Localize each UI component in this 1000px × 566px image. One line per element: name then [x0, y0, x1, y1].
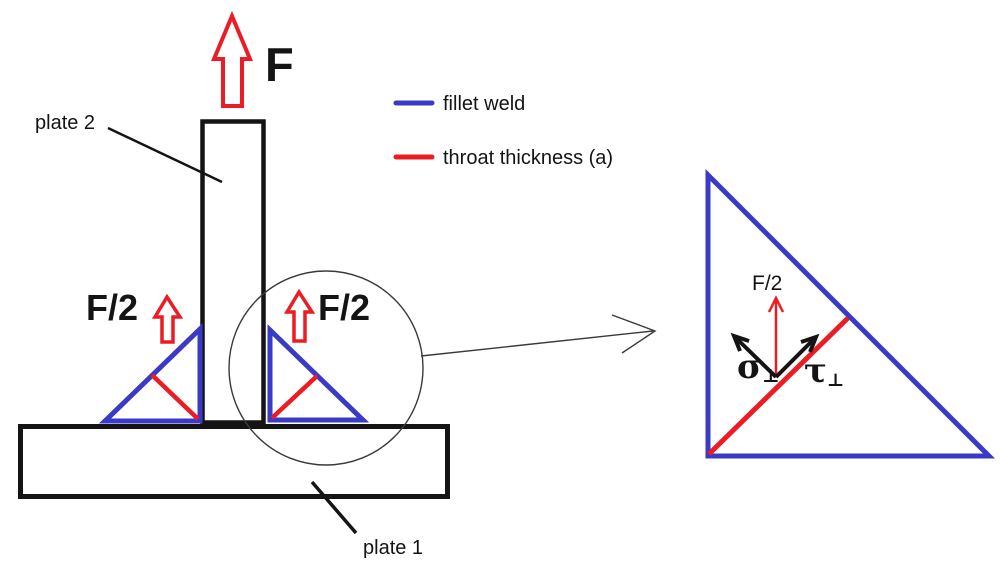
force-main-label: F	[265, 38, 294, 91]
detail-weld-triangle	[705, 168, 996, 459]
throat-thickness-right-line	[270, 374, 319, 420]
force-arrow-half-left	[151, 293, 184, 344]
plate-2-shape	[200, 119, 266, 425]
detail-throat-line	[707, 316, 850, 456]
force-arrow-half-right	[283, 288, 316, 343]
force-half-right-label: F/2	[318, 287, 370, 328]
plate-1-leader-line	[310, 480, 358, 535]
main-view: F F/2 F/2 plate 2 plate 1	[18, 10, 657, 559]
force-half-left-label: F/2	[86, 287, 138, 328]
plate-2-label: plate 2	[35, 112, 95, 134]
callout-arrowhead-icon	[611, 314, 657, 354]
legend-throat-thickness-label: throat thickness (a)	[443, 147, 613, 169]
tau-arrow	[774, 337, 816, 379]
detail-view: F/2 σ⊥ τ⊥	[705, 168, 996, 459]
legend: fillet weld throat thickness (a)	[393, 93, 613, 169]
plate-1-shape	[18, 424, 450, 499]
sigma-arrowhead-icon	[730, 332, 750, 352]
fillet-weld-right	[267, 324, 370, 423]
callout-line	[420, 330, 654, 357]
detail-circle	[228, 270, 424, 466]
sigma-arrow	[734, 336, 778, 379]
plate-1-label: plate 1	[363, 537, 423, 559]
plate-2-leader-line	[107, 126, 223, 184]
legend-fillet-weld-label: fillet weld	[443, 93, 525, 115]
sigma-label: σ⊥	[737, 347, 779, 387]
throat-thickness-left-line	[150, 373, 200, 421]
tau-arrowhead-icon	[800, 333, 820, 353]
detail-force-label: F/2	[752, 272, 782, 295]
force-arrow-main	[210, 10, 254, 108]
detail-force-arrowhead-icon	[767, 295, 785, 313]
tau-label: τ⊥	[804, 351, 844, 391]
